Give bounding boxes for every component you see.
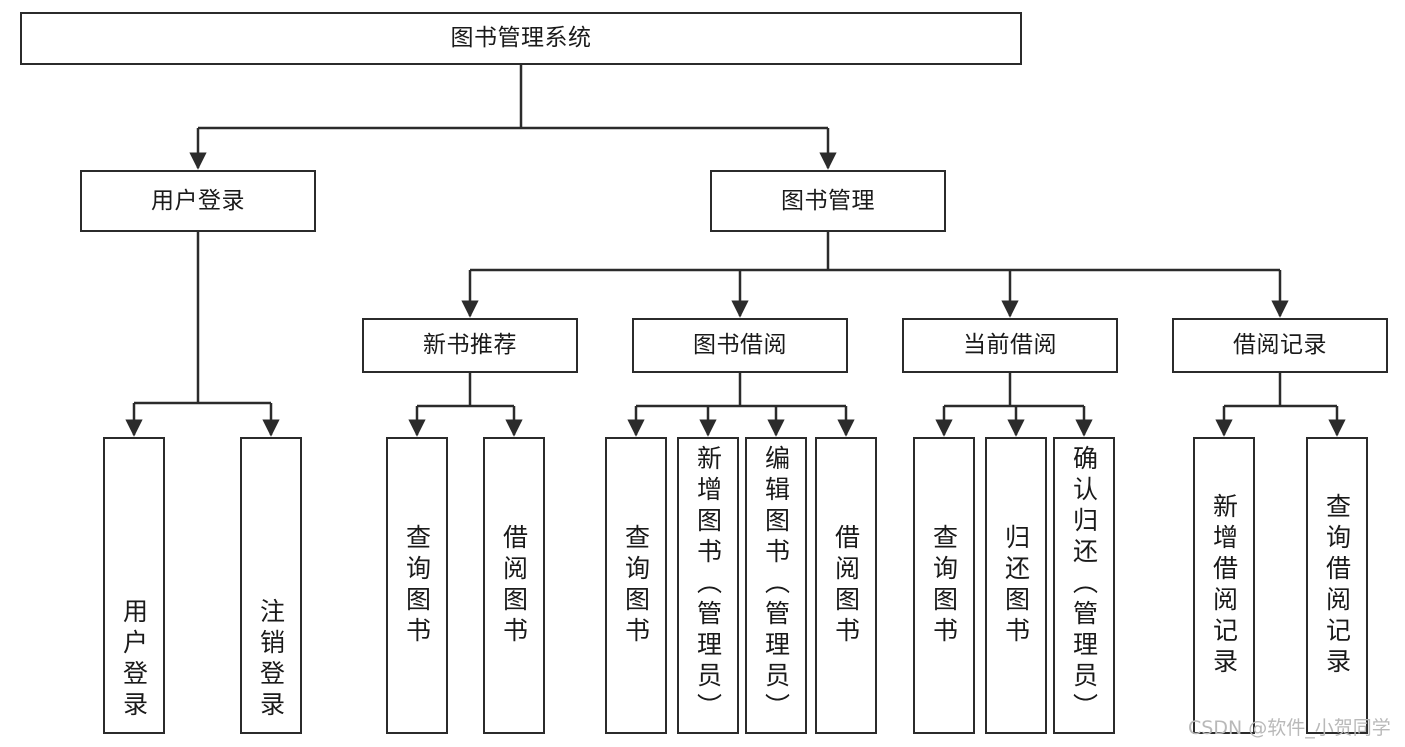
leaf-return-book[interactable]: 归还图书 [985, 437, 1047, 734]
node-book-manage-label: 图书管理 [781, 187, 875, 214]
leaf-borrow-book-1-label: 借阅图书 [499, 523, 529, 648]
node-borrow-record-label: 借阅记录 [1233, 332, 1327, 359]
leaf-query-book-2-label: 查询图书 [621, 523, 651, 648]
leaf-logout[interactable]: 注销登录 [240, 437, 302, 734]
leaf-query-book-3-label: 查询图书 [929, 523, 959, 648]
leaf-edit-book-label: 编辑图书（管理员） [761, 445, 791, 724]
node-book-borrow[interactable]: 图书借阅 [632, 318, 848, 373]
leaf-edit-book[interactable]: 编辑图书（管理员） [745, 437, 807, 734]
node-borrow-record[interactable]: 借阅记录 [1172, 318, 1388, 373]
csdn-watermark: CSDN @软件_小贺同学 [1188, 717, 1391, 739]
leaf-confirm-return-label: 确认归还（管理员） [1069, 445, 1099, 724]
leaf-borrow-book-2-label: 借阅图书 [831, 523, 861, 648]
leaf-user-login-label: 用户登录 [119, 598, 149, 722]
leaf-query-book-1[interactable]: 查询图书 [386, 437, 448, 734]
leaf-add-record[interactable]: 新增借阅记录 [1193, 437, 1255, 734]
leaf-query-book-3[interactable]: 查询图书 [913, 437, 975, 734]
leaf-query-record[interactable]: 查询借阅记录 [1306, 437, 1368, 734]
node-new-book-recommend[interactable]: 新书推荐 [362, 318, 578, 373]
leaf-borrow-book-2[interactable]: 借阅图书 [815, 437, 877, 734]
node-root[interactable]: 图书管理系统 [20, 12, 1022, 65]
leaf-borrow-book-1[interactable]: 借阅图书 [483, 437, 545, 734]
node-book-manage[interactable]: 图书管理 [710, 170, 946, 232]
leaf-user-login[interactable]: 用户登录 [103, 437, 165, 734]
leaf-add-book-label: 新增图书（管理员） [693, 445, 723, 724]
leaf-logout-label: 注销登录 [256, 598, 286, 722]
leaf-add-record-label: 新增借阅记录 [1209, 492, 1239, 679]
node-current-borrow-label: 当前借阅 [963, 332, 1057, 359]
leaf-confirm-return[interactable]: 确认归还（管理员） [1053, 437, 1115, 734]
node-new-book-recommend-label: 新书推荐 [423, 332, 517, 359]
node-user-login[interactable]: 用户登录 [80, 170, 316, 232]
leaf-add-book[interactable]: 新增图书（管理员） [677, 437, 739, 734]
leaf-return-book-label: 归还图书 [1001, 523, 1031, 648]
leaf-query-record-label: 查询借阅记录 [1322, 492, 1352, 679]
node-book-borrow-label: 图书借阅 [693, 332, 787, 359]
node-current-borrow[interactable]: 当前借阅 [902, 318, 1118, 373]
leaf-query-book-1-label: 查询图书 [402, 523, 432, 648]
node-root-label: 图书管理系统 [450, 25, 592, 52]
node-user-login-label: 用户登录 [151, 187, 245, 214]
leaf-query-book-2[interactable]: 查询图书 [605, 437, 667, 734]
